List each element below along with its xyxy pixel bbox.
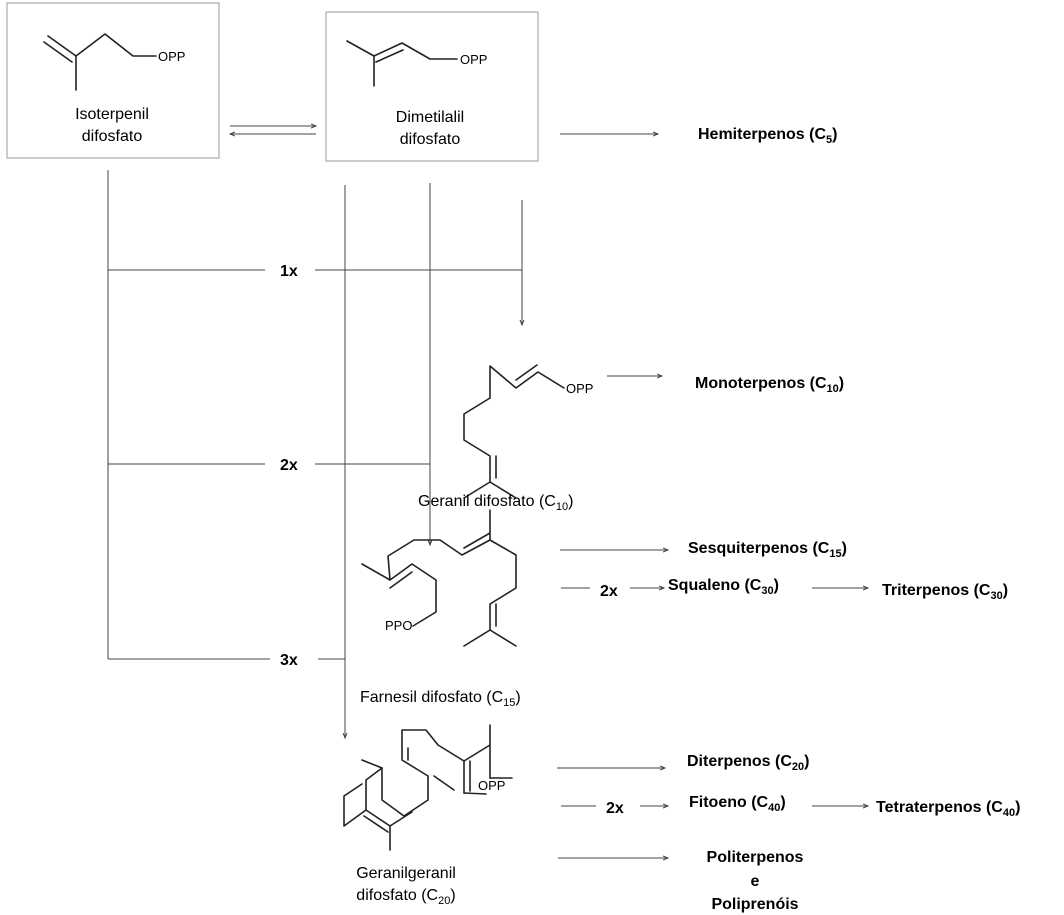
poli-line3: Poliprenóis bbox=[711, 896, 798, 913]
mult-3x: 3x bbox=[280, 652, 298, 669]
fpp-structure: PPO bbox=[361, 509, 517, 647]
di-label: Diterpenos (C20) bbox=[687, 753, 809, 773]
mult-1x: 1x bbox=[280, 263, 298, 280]
ipp-box bbox=[6, 2, 220, 159]
mult-2x: 2x bbox=[280, 457, 298, 474]
tetra-label: Tetraterpenos (C40) bbox=[876, 799, 1020, 819]
mono-label: Monoterpenos (C10) bbox=[695, 375, 844, 395]
ipp-structure: OPP bbox=[43, 33, 185, 91]
ipp-opp-label: OPP bbox=[158, 49, 185, 64]
gpp-structure: OPP bbox=[463, 364, 593, 499]
gpp-opp-label: OPP bbox=[566, 381, 593, 396]
dmapp-structure: OPP bbox=[346, 40, 487, 87]
ggpp-name-line2: difosfato (C20) bbox=[356, 887, 455, 907]
ggpp-name-line1: Geranilgeranil bbox=[356, 865, 456, 882]
poli-line1: Politerpenos bbox=[707, 849, 804, 866]
tri-label: Triterpenos (C30) bbox=[882, 582, 1008, 602]
fpp-name: Farnesil difosfato (C15) bbox=[360, 689, 521, 709]
dmapp-name-line1: Dimetilalil bbox=[396, 109, 464, 126]
ggpp-structure: OPP bbox=[343, 724, 513, 851]
ipp-name-line2: difosfato bbox=[82, 128, 143, 145]
ggpp-opp-label: OPP bbox=[478, 778, 505, 793]
fpp-ppo-label: PPO bbox=[385, 618, 412, 633]
mult-sq-2x: 2x bbox=[600, 583, 618, 600]
dmapp-opp-label: OPP bbox=[460, 52, 487, 67]
squaleno-label: Squaleno (C30) bbox=[668, 577, 779, 597]
sesqui-label: Sesquiterpenos (C15) bbox=[688, 540, 847, 560]
dmapp-name-line2: difosfato bbox=[400, 131, 461, 148]
mult-phy-2x: 2x bbox=[606, 800, 624, 817]
ipp-name-line1: Isoterpenil bbox=[75, 106, 149, 123]
fitoeno-label: Fitoeno (C40) bbox=[689, 794, 786, 814]
gpp-name: Geranil difosfato (C10) bbox=[418, 493, 573, 513]
dmapp-box bbox=[325, 11, 539, 162]
poli-line2: e bbox=[751, 873, 760, 890]
hemi-label: Hemiterpenos (C5) bbox=[698, 126, 837, 146]
